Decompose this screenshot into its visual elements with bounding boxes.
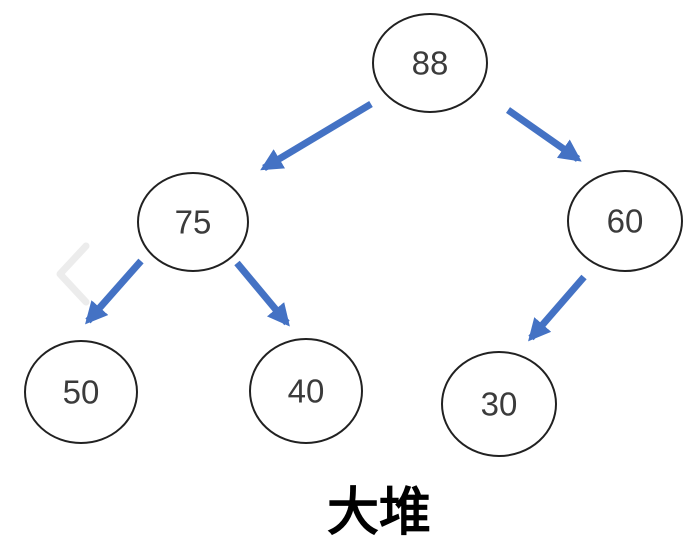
node-circle-30: [441, 351, 557, 457]
edge-75-40: [234, 260, 290, 327]
tree-node-60: 60: [567, 170, 683, 272]
chevron-left-icon[interactable]: [56, 242, 90, 306]
tree-node-75: 75: [137, 172, 249, 272]
edge-88-75: [260, 100, 373, 172]
node-circle-40: [249, 338, 363, 444]
edge-75-50: [85, 258, 144, 325]
node-value-60: 60: [607, 203, 644, 240]
node-circle-75: [137, 172, 249, 272]
tree-node-30: 30: [441, 351, 557, 457]
edge-88-60: [505, 107, 582, 162]
edge-60-30: [528, 274, 587, 342]
node-circle-60: [567, 170, 683, 272]
node-value-88: 88: [412, 45, 449, 82]
node-value-30: 30: [481, 386, 518, 423]
node-value-40: 40: [288, 373, 325, 410]
tree-node-40: 40: [249, 338, 363, 444]
tree-node-88: 88: [372, 13, 488, 113]
diagram-caption: 大堆: [327, 482, 431, 539]
node-circle-50: [24, 340, 138, 444]
node-value-75: 75: [175, 204, 212, 241]
tree-node-50: 50: [24, 340, 138, 444]
node-value-50: 50: [63, 374, 100, 411]
node-circle-88: [372, 13, 488, 113]
